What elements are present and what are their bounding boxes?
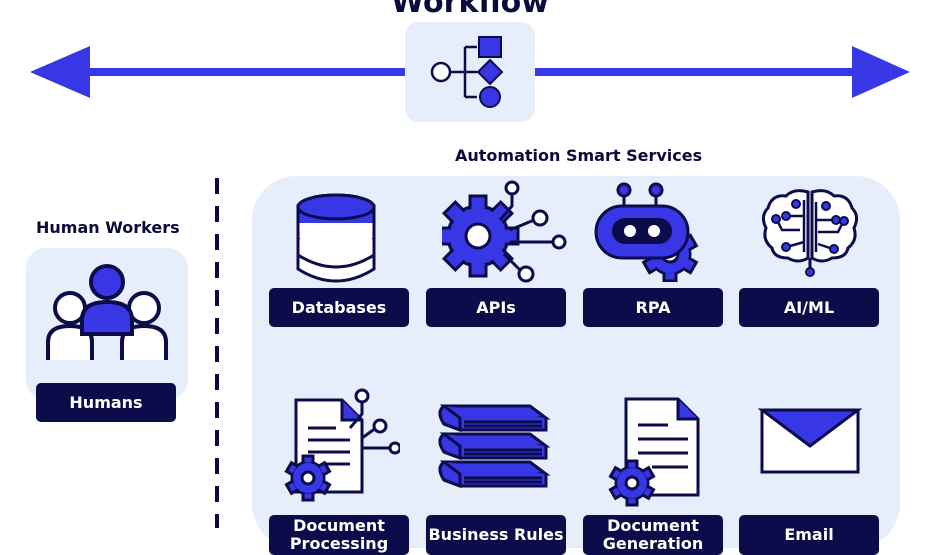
email-button[interactable]: Email (739, 515, 879, 555)
human-workers-heading: Human Workers (36, 218, 180, 237)
gear-connections-icon (442, 180, 567, 283)
database-icon (296, 193, 376, 283)
document-processing-button[interactable]: Document Processing (269, 515, 409, 555)
automation-services-heading: Automation Smart Services (455, 146, 703, 165)
robot-icon (594, 182, 699, 282)
brain-circuit-icon (761, 189, 859, 277)
section-divider (215, 178, 219, 528)
document-gear-icon (284, 388, 400, 502)
document-generation-icon (608, 397, 700, 507)
rpa-button[interactable]: RPA (583, 288, 723, 327)
databases-button[interactable]: Databases (269, 288, 409, 327)
ai-ml-button[interactable]: AI/ML (739, 288, 879, 327)
envelope-icon (758, 408, 862, 474)
page-title: Workflow (391, 0, 549, 20)
business-rules-button[interactable]: Business Rules (426, 515, 566, 555)
books-icon (438, 404, 551, 489)
people-group-icon (46, 264, 168, 360)
workflow-hub (405, 22, 535, 122)
document-generation-button[interactable]: Document Generation (583, 515, 723, 555)
human-workers-panel (26, 248, 188, 400)
humans-button[interactable]: Humans (36, 383, 176, 422)
apis-button[interactable]: APIs (426, 288, 566, 327)
workflow-diagram-icon (430, 36, 504, 108)
